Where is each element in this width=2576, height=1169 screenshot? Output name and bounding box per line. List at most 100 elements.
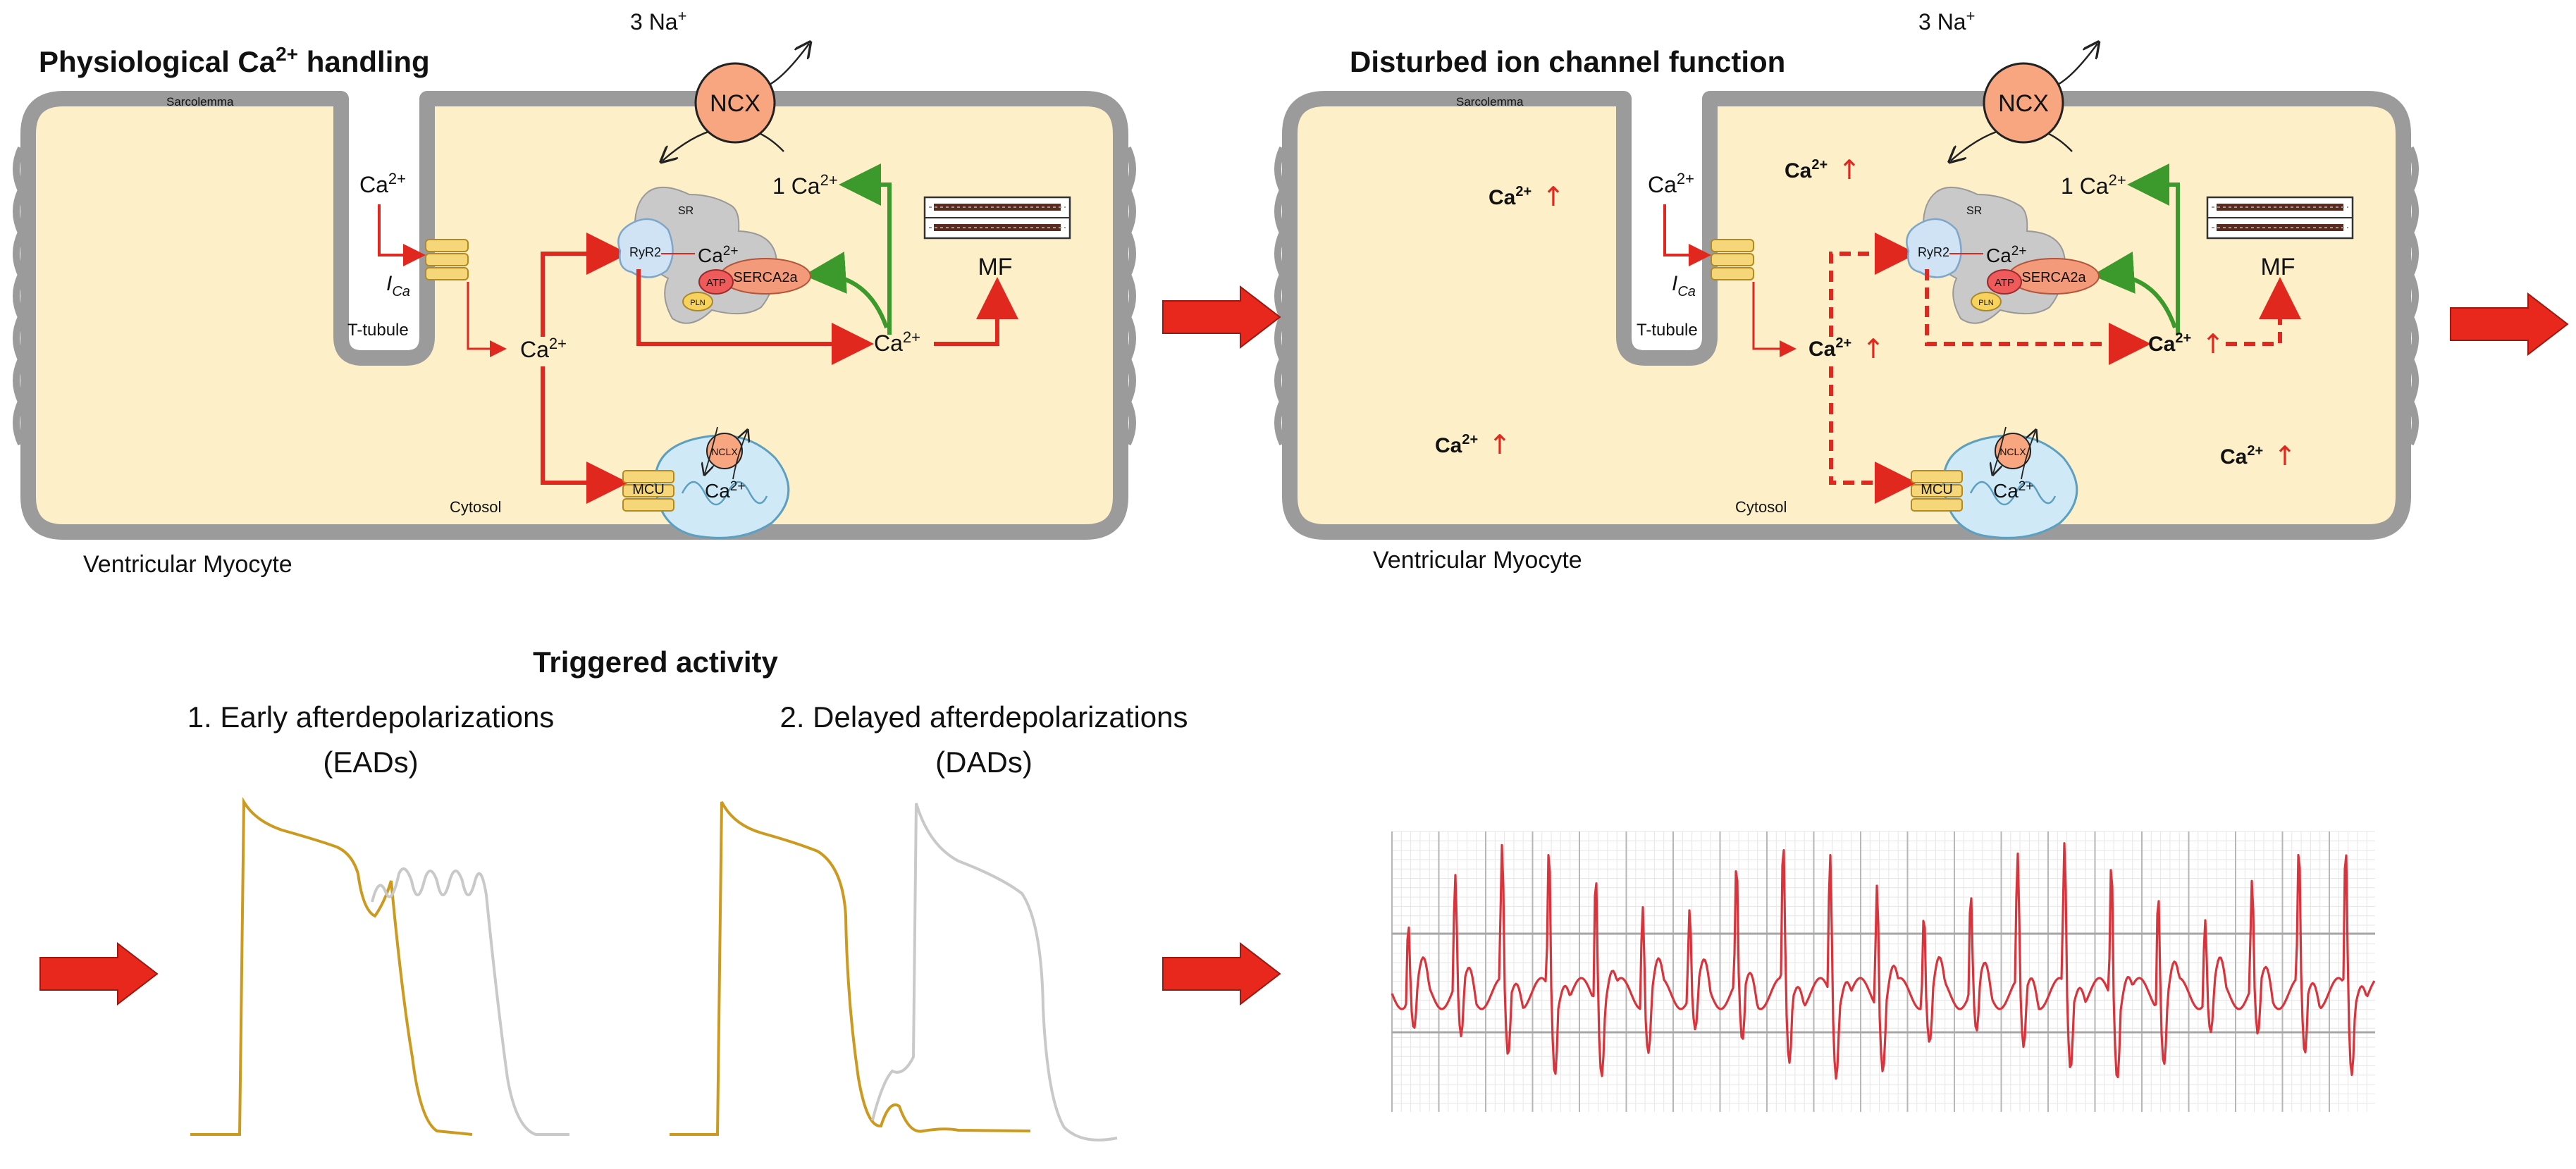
cell-membrane xyxy=(20,91,1128,540)
triggered-title: Triggered activity xyxy=(533,645,778,679)
pln-marker xyxy=(682,292,713,311)
ica-to-cytosol-arrow xyxy=(1752,282,1797,357)
ca-influx-label: Ca2+ xyxy=(1648,170,1694,197)
nclx-exchanger xyxy=(1995,433,2031,469)
membrane-wavy-left xyxy=(1274,146,1287,446)
na-label: 3 Na+ xyxy=(630,7,686,35)
cell-label: Ventricular Myocyte xyxy=(83,551,292,578)
ncx-label: NCX xyxy=(710,90,760,117)
ryr2-label: RyR2 xyxy=(1918,245,1949,259)
ryr2-channel xyxy=(1906,218,1962,278)
dad-label-line1: 2. Delayed afterdepolarizations xyxy=(779,700,1188,734)
elevated-ca-marker: Ca2+ ↑ xyxy=(2148,328,2224,359)
ead-label-line1: 1. Early afterdepolarizations xyxy=(187,700,555,734)
pln-marker xyxy=(1971,292,2002,311)
ncx-exchanger xyxy=(1983,62,2064,144)
dad-label-line2: (DADs) xyxy=(935,746,1033,779)
ryr2-channel xyxy=(617,218,674,278)
svg-text:Ca2+: Ca2+ xyxy=(1435,432,1478,457)
sr-release-arrow-dashed xyxy=(1925,269,2151,365)
pln-label: PLN xyxy=(1978,299,1993,307)
l-type-ca-channel xyxy=(1711,239,1754,280)
ead-action-potential xyxy=(190,796,473,1136)
serca2a-label: SERCA2a xyxy=(733,270,798,285)
mitochondrion xyxy=(1942,434,2078,539)
mcu-channel xyxy=(1911,470,1963,512)
svg-text:Ca2+: Ca2+ xyxy=(1489,184,1532,209)
ca-to-mf-arrow-dashed xyxy=(2226,277,2301,346)
membrane-wavy-right xyxy=(1123,146,1136,446)
ncx-ca-label: 1 Ca2+ xyxy=(2061,171,2126,199)
serca-reuptake-arrow xyxy=(803,252,889,328)
ca-influx-arrow xyxy=(1663,204,1711,266)
dad-action-potential xyxy=(670,801,1031,1136)
mito-ca-label: Ca2+ xyxy=(705,479,745,502)
mitochondria-cristae xyxy=(681,481,768,506)
ncx-label: NCX xyxy=(1998,90,2049,117)
mitochondria-cristae xyxy=(1969,481,2057,506)
atp-label: ATP xyxy=(706,277,726,289)
ca-to-ncx-arrow xyxy=(839,163,892,335)
ead-label-line2: (EADs) xyxy=(323,746,418,779)
myofilament-box xyxy=(923,196,1071,240)
sr-label: SR xyxy=(1966,205,1982,217)
nclx-label: NCLX xyxy=(711,446,738,457)
atp-marker xyxy=(1987,269,2022,295)
triggered-activity: Triggered activity 1. Early afterdepolar… xyxy=(187,645,1188,1142)
ecg-grid xyxy=(1391,831,2375,1112)
elevated-ca-marker: Ca2+ ↑ xyxy=(1489,181,1565,212)
mcu-label: MCU xyxy=(1921,482,1953,497)
t-tubule-label: T-tubule xyxy=(1637,321,1698,340)
na-label: 3 Na+ xyxy=(1918,7,1975,35)
cytosol-label: Cytosol xyxy=(1735,498,1787,516)
myofilament-box xyxy=(2206,196,2354,240)
svg-text:↑: ↑ xyxy=(1838,154,1861,185)
elevated-ca-marker: Ca2+ ↑ xyxy=(2220,440,2296,471)
sr-label: SR xyxy=(678,205,694,217)
nclx-in-arrow xyxy=(1993,426,2007,474)
membrane-wavy-left xyxy=(13,146,25,446)
sr-release-arrow xyxy=(636,269,874,365)
flow-arrow-1 xyxy=(1162,286,1281,348)
flow-arrow-3 xyxy=(39,943,158,1005)
ca-to-ncx-arrow xyxy=(2127,163,2180,335)
nclx-out-arrow xyxy=(2021,431,2035,480)
flow-arrow-2 xyxy=(2450,293,2568,355)
svg-text:Ca2+: Ca2+ xyxy=(2148,330,2191,356)
panel-physiological: Physiological Ca2+ handling Sarcolemma C… xyxy=(13,7,1136,578)
pln-label: PLN xyxy=(690,299,705,307)
ica-label: ICa xyxy=(1672,272,1696,299)
ca-influx-arrow xyxy=(378,204,426,266)
elevated-ca-marker: Ca2+ ↑ xyxy=(1435,429,1511,460)
mcu-channel xyxy=(622,470,674,512)
panel-title: Physiological Ca2+ handling xyxy=(39,43,430,78)
ca-to-mcu-arrow xyxy=(541,366,629,504)
ca-to-mf-arrow xyxy=(934,277,1018,346)
svg-text:↑: ↑ xyxy=(2274,440,2296,471)
mf-label: MF xyxy=(2260,254,2295,280)
svg-text:Ca2+: Ca2+ xyxy=(1808,335,1851,361)
svg-text:Ca2+: Ca2+ xyxy=(1785,157,1828,183)
sr-ca-label: Ca2+ xyxy=(698,244,738,266)
released-ca-label: Ca2+ xyxy=(874,328,920,356)
ead-triggered-trace xyxy=(371,867,569,1136)
panel-disturbed: Disturbed ion channel function Sarcolemm… xyxy=(1274,7,2419,574)
ca-to-ryr2-arrow-dashed xyxy=(1829,233,1917,337)
sr-ca-label: Ca2+ xyxy=(1986,244,2026,266)
atp-marker xyxy=(698,269,734,295)
ncx-ca-label: 1 Ca2+ xyxy=(772,171,838,199)
cell-label: Ventricular Myocyte xyxy=(1373,547,1582,574)
mitochondrion xyxy=(654,434,790,539)
svg-text:↑: ↑ xyxy=(2202,328,2224,359)
ncx-exchanger xyxy=(694,62,776,144)
svg-text:↑: ↑ xyxy=(1489,429,1511,460)
mf-label: MF xyxy=(978,254,1012,280)
mito-ca-label: Ca2+ xyxy=(1993,479,2033,502)
sarcolemma-label: Sarcolemma xyxy=(1456,95,1524,109)
ca-to-mcu-arrow-dashed xyxy=(1829,366,1917,504)
flow-arrow-4 xyxy=(1162,943,1281,1005)
cytosolic-ca-label: Ca2+ xyxy=(520,335,567,362)
svg-text:↑: ↑ xyxy=(1862,333,1885,364)
panel-title: Disturbed ion channel function xyxy=(1350,45,1785,78)
